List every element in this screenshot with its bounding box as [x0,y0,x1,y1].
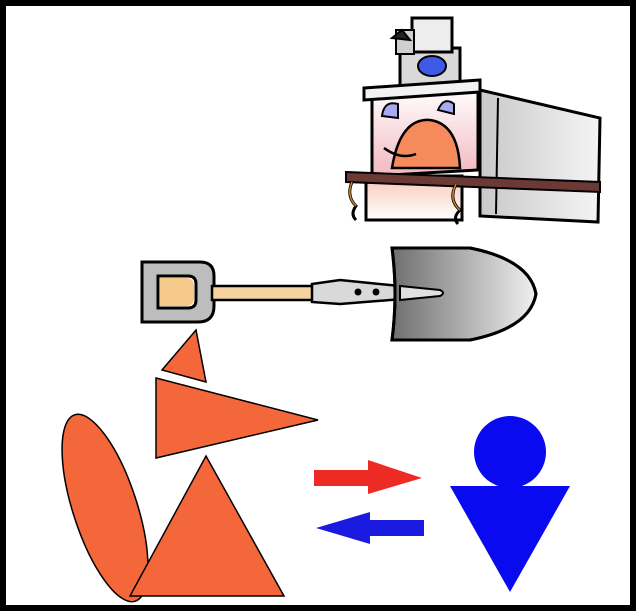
chimney-top [412,18,452,52]
shovel-shaft [212,286,320,300]
person-head [474,416,546,488]
blue-cap-icon [418,56,446,76]
